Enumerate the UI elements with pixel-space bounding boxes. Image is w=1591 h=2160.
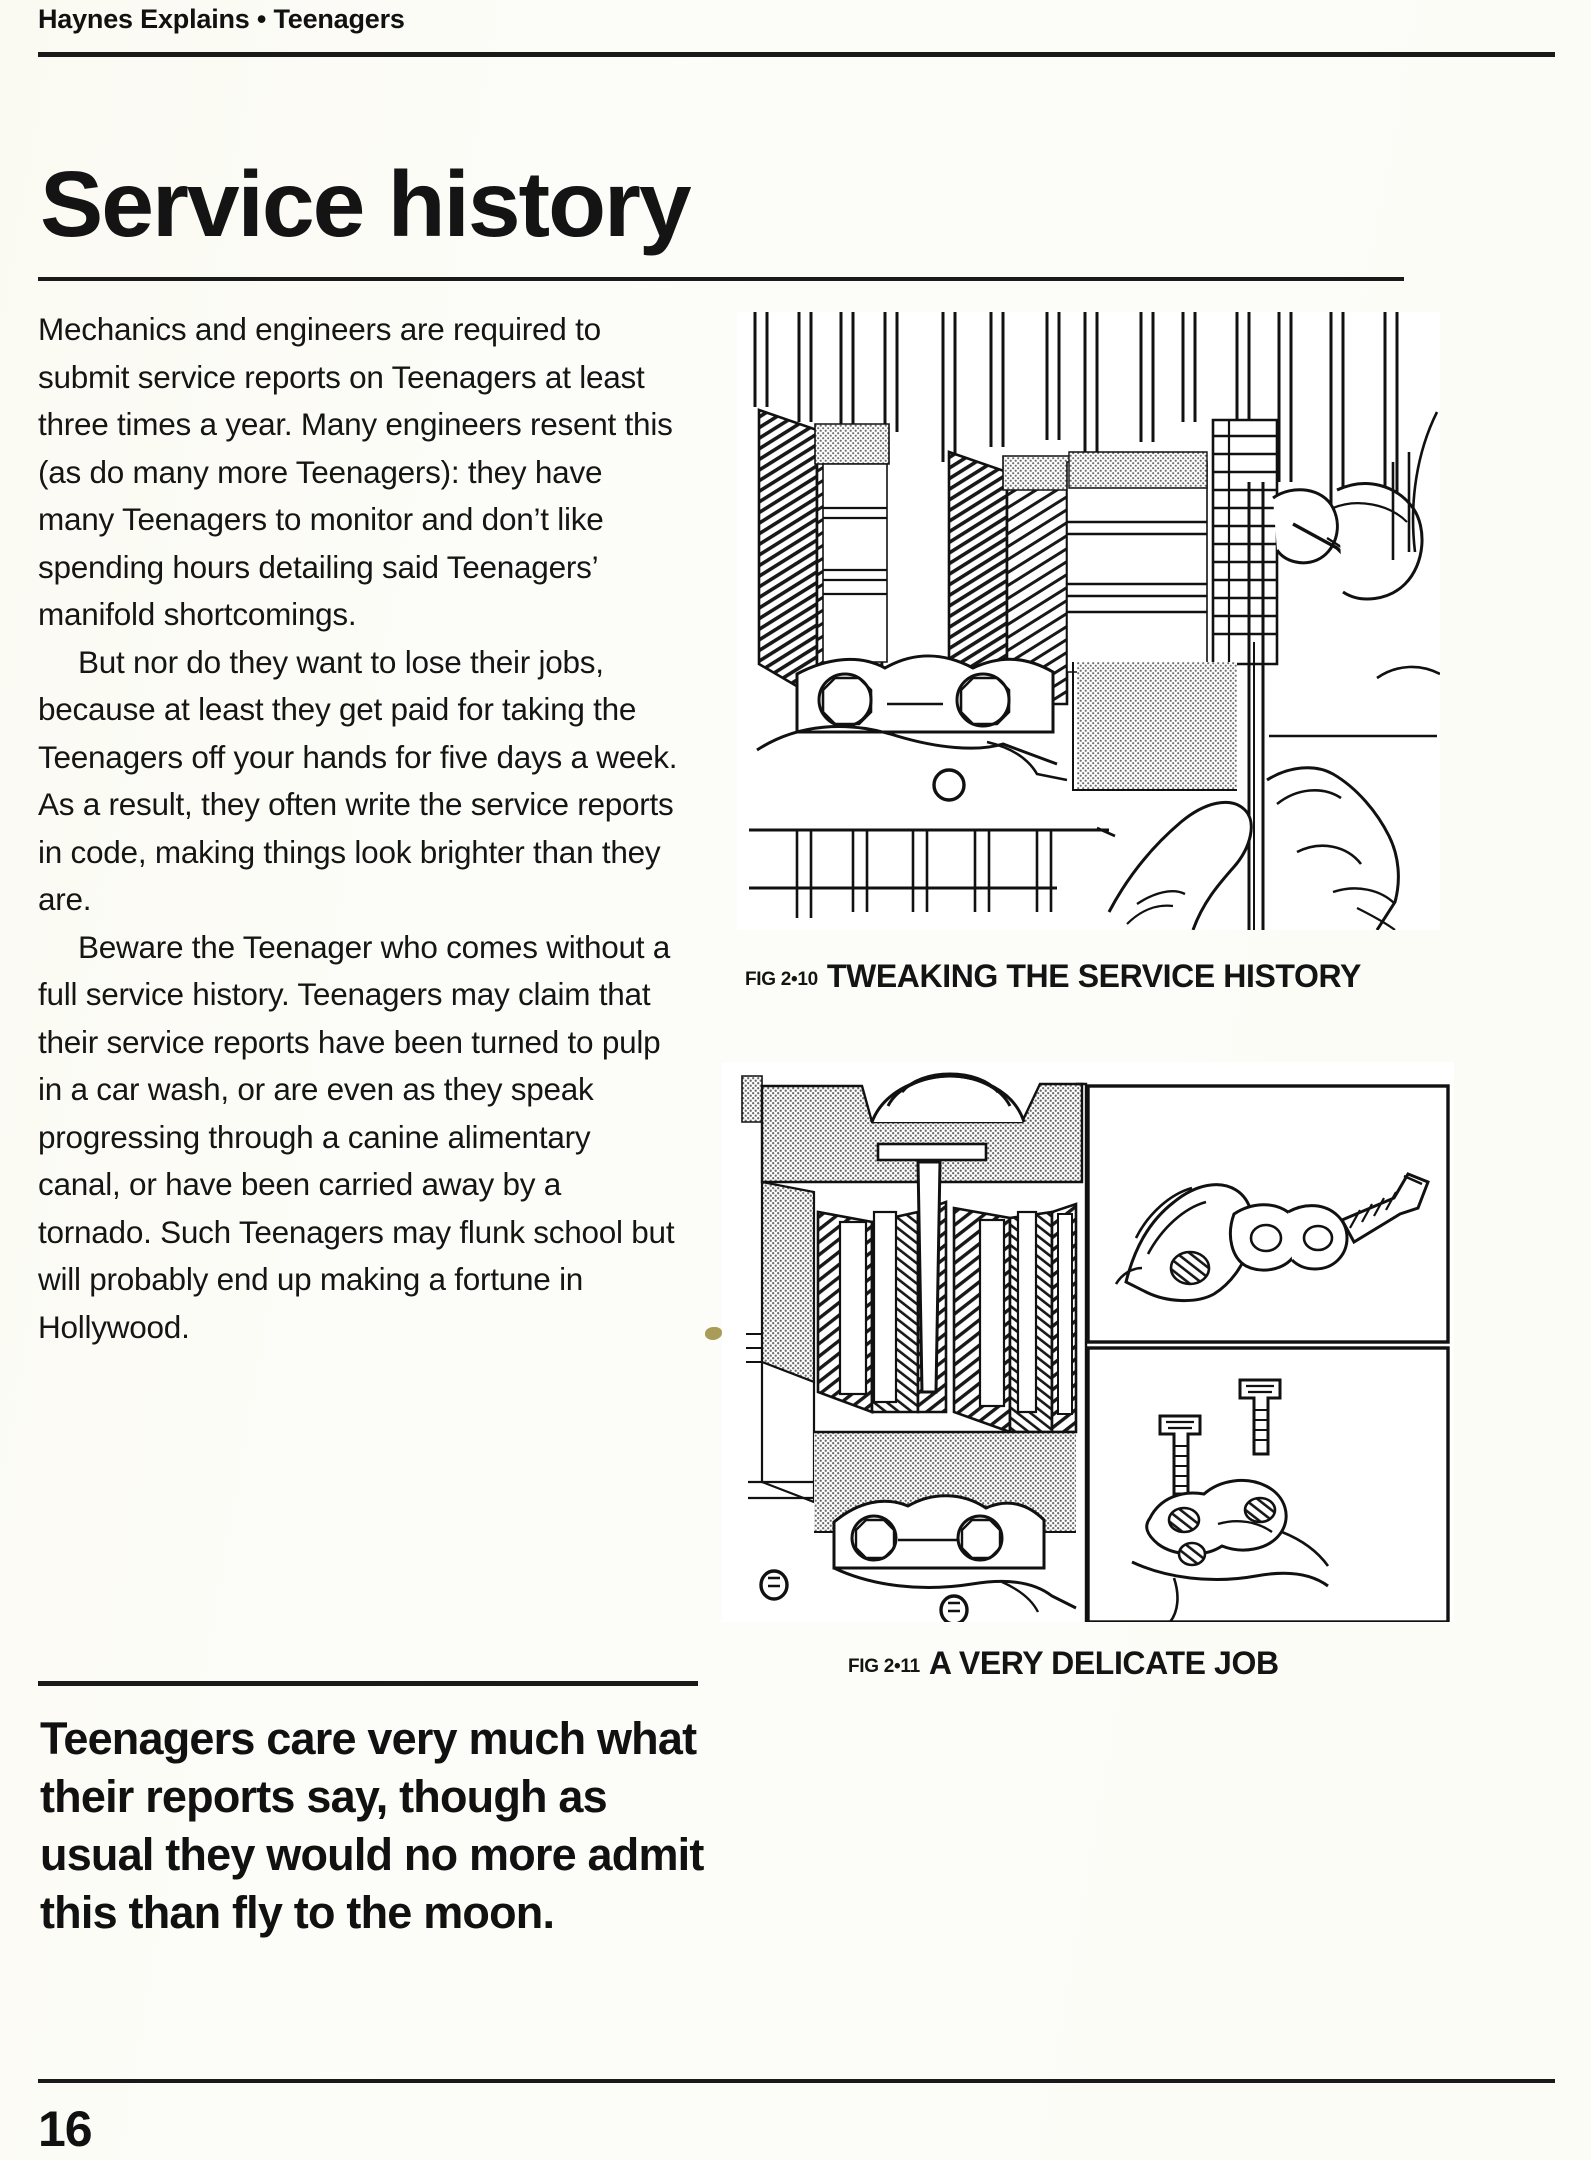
body-paragraph: Beware the Teenager who comes without a … (38, 928, 675, 1345)
figure-caption-2-10: FIG 2•10 TWEAKING THE SERVICE HISTORY (745, 958, 1361, 995)
pullquote: Teenagers care very much what their repo… (40, 1713, 704, 1938)
page-title: Service history (40, 152, 692, 257)
body-paragraph: But nor do they want to lose their jobs,… (38, 643, 678, 918)
body-column: Mechanics and engineers are required to … (38, 306, 678, 1351)
body-paragraph: Mechanics and engineers are required to … (38, 311, 673, 632)
header-rule (38, 52, 1555, 57)
figure-number-label: FIG 2•11 (848, 1656, 920, 1677)
figure-a-very-delicate-job (722, 1062, 1454, 1622)
figure-caption-2-11: FIG 2•11 A VERY DELICATE JOB (848, 1645, 1279, 1682)
figure-caption-text: A VERY DELICATE JOB (928, 1645, 1279, 1681)
figure-number-label: FIG 2•10 (745, 969, 818, 990)
title-rule (38, 277, 1404, 281)
figure-tweaking-the-service-history (737, 312, 1440, 930)
running-head: Haynes Explains • Teenagers (38, 4, 405, 34)
scan-speck (705, 1327, 722, 1340)
pullquote-rule (38, 1681, 698, 1686)
footer-rule (38, 2079, 1555, 2083)
figure-caption-text: TWEAKING THE SERVICE HISTORY (826, 958, 1361, 994)
page-number: 16 (38, 2101, 93, 2157)
